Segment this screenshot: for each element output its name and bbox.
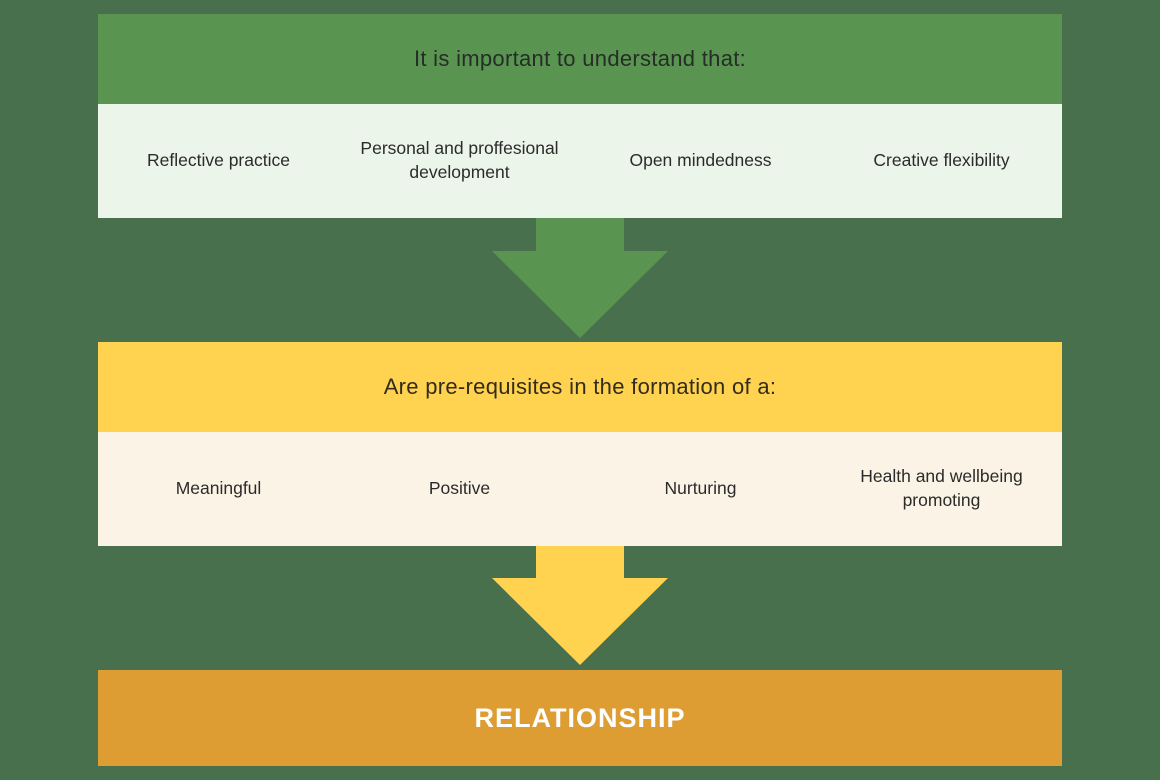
result-bar: RELATIONSHIP bbox=[98, 670, 1062, 766]
step2-item-positive: Positive bbox=[339, 477, 580, 501]
item-label: Nurturing bbox=[664, 478, 737, 499]
step1-item-creative-flexibility: Creative flexibility bbox=[821, 149, 1062, 173]
step2-item-health-wellbeing-promoting: Health and wellbeing promoting bbox=[821, 465, 1062, 512]
step1-header-bar: It is important to understand that: bbox=[98, 14, 1062, 104]
item-label: Health and wellbeing promoting bbox=[860, 466, 1023, 510]
down-arrow-icon bbox=[492, 218, 668, 338]
result-text: RELATIONSHIP bbox=[474, 702, 686, 733]
step1-items-row: Reflective practice Personal and proffes… bbox=[98, 104, 1062, 218]
step1-item-reflective-practice: Reflective practice bbox=[98, 149, 339, 173]
item-label: Open mindedness bbox=[629, 150, 772, 171]
step2-item-meaningful: Meaningful bbox=[98, 477, 339, 501]
down-arrow-icon bbox=[492, 546, 668, 665]
item-label: Positive bbox=[428, 478, 491, 499]
item-label: Creative flexibility bbox=[873, 150, 1010, 171]
step1-item-personal-professional-development: Personal and proffesional development bbox=[339, 137, 580, 184]
down-arrow-green bbox=[492, 218, 668, 338]
step2-header-text: Are pre-requisites in the formation of a… bbox=[383, 374, 777, 399]
item-label: Meaningful bbox=[175, 478, 262, 499]
step1-header-text: It is important to understand that: bbox=[413, 46, 747, 71]
step2-item-nurturing: Nurturing bbox=[580, 477, 821, 501]
item-label: Reflective practice bbox=[147, 150, 290, 171]
step2-items-row: Meaningful Positive Nurturing Health and… bbox=[98, 432, 1062, 546]
down-arrow-yellow bbox=[492, 546, 668, 666]
step2-header-bar: Are pre-requisites in the formation of a… bbox=[98, 342, 1062, 432]
step1-item-open-mindedness: Open mindedness bbox=[580, 149, 821, 173]
diagram-stack: It is important to understand that: Refl… bbox=[98, 14, 1062, 766]
item-label: Personal and proffesional development bbox=[360, 138, 559, 182]
